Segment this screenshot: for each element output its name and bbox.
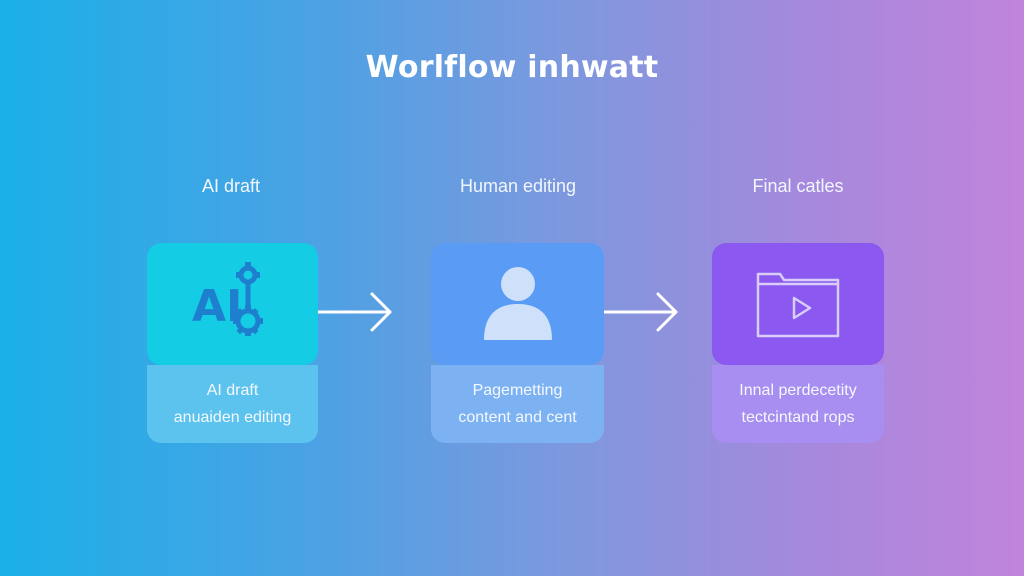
stage-card-final: Innal perdecetity tectcintand rops: [712, 243, 884, 443]
card-header: AI: [147, 243, 318, 365]
card-description: Innal perdecetity tectcintand rops: [712, 365, 884, 443]
card-line: Pagemetting: [472, 382, 563, 399]
card-header: [431, 243, 604, 365]
stage-label-ai-draft: AI draft: [201, 176, 261, 196]
person-icon: [483, 267, 552, 340]
arrow-right-icon: [318, 292, 392, 332]
card-line: Innal perdecetity: [739, 382, 857, 399]
card-line: tectcintand rops: [741, 409, 855, 426]
video-folder-icon: [756, 272, 840, 338]
arrow-right-icon: [604, 292, 678, 332]
page-title: Worlflow inhwatt: [365, 50, 659, 85]
stage-label-final: Final catles: [752, 176, 844, 196]
card-description: Pagemetting content and cent: [431, 365, 604, 443]
ai-gear-icon: AI: [192, 262, 263, 336]
card-description: AI draft anuaiden editing: [147, 365, 318, 443]
stage-card-ai-draft: AI draft anuaiden editing AI: [147, 243, 318, 443]
card-header: [712, 243, 884, 365]
card-line: content and cent: [458, 409, 577, 426]
ai-icon-text: AI: [192, 281, 242, 332]
stage-label-human-editing: Human editing: [459, 176, 577, 196]
card-line: AI draft: [206, 382, 259, 399]
stage-card-human-editing: Pagemetting content and cent: [431, 243, 604, 443]
card-line: anuaiden editing: [173, 409, 292, 426]
